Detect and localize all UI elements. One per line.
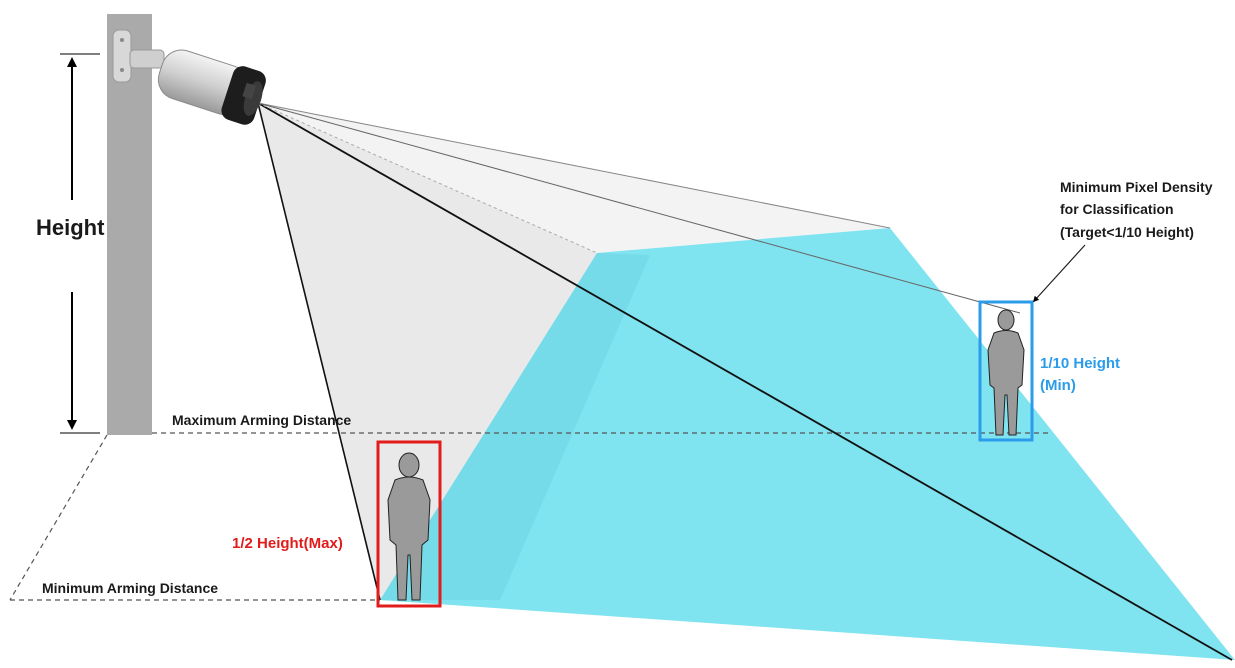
- max-target-label: 1/2 Height(Max): [232, 535, 343, 552]
- fov-line-bottom-near: [257, 102, 381, 601]
- fov-line-center: [257, 102, 1233, 661]
- fov-line-target: [257, 102, 1021, 314]
- coverage-shadow: [380, 253, 650, 600]
- height-label: Height: [36, 215, 105, 240]
- mounting-pole: [107, 14, 152, 435]
- min-target-box: [978, 300, 1034, 442]
- fov-line-top: [257, 102, 891, 229]
- frustum-side-plane: [258, 103, 597, 600]
- person-silhouette-icon: [987, 309, 1025, 436]
- min-target-label-line2: (Min): [1040, 377, 1076, 394]
- person-silhouette-icon: [387, 452, 431, 601]
- ground-edge-dashed: [9, 434, 108, 601]
- frustum-upper-plane: [258, 103, 890, 253]
- bullet-camera-icon: [112, 29, 266, 125]
- min-target-label-line1: 1/10 Height: [1040, 355, 1120, 372]
- note-pointer-line: [1032, 244, 1086, 303]
- note-line-2: for Classification: [1060, 201, 1174, 217]
- note-line-3: (Target<1/10 Height): [1060, 224, 1194, 240]
- max-target-box: [376, 440, 442, 608]
- min-arming-distance-label: Minimum Arming Distance: [42, 580, 218, 596]
- fov-line-dashed: [257, 102, 598, 254]
- max-arming-distance-label: Maximum Arming Distance: [172, 412, 351, 428]
- note-line-1: Minimum Pixel Density: [1060, 179, 1213, 195]
